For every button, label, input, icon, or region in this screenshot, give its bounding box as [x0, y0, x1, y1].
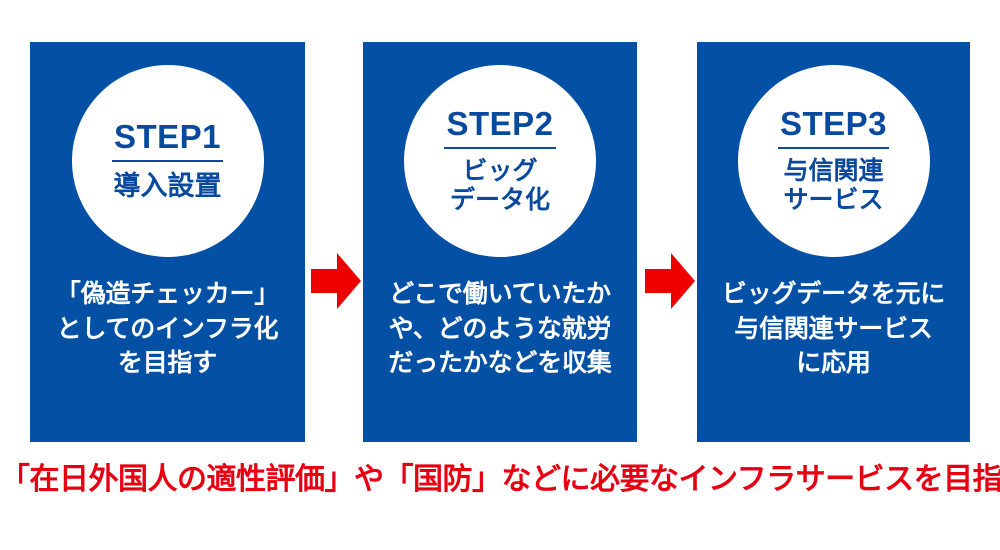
step-label-3: STEP3: [777, 107, 890, 149]
step-badge-3: STEP3 与信関連 サービス: [737, 65, 930, 257]
step-label-1: STEP1: [111, 120, 224, 162]
step-subtitle-3: 与信関連 サービス: [783, 156, 884, 215]
step-description-1: 「偽造チェッカー」 としてのインフラ化 を目指す: [55, 280, 280, 377]
step-description-3: ビッグデータを元に 与信関連サービス に応用: [721, 280, 946, 377]
step-panel-3[interactable]: STEP3 与信関連 サービス ビッグデータを元に 与信関連サービス に応用: [697, 42, 970, 442]
step-description-2: どこで働いていたか や、どのような就労 だったかなどを収集: [388, 280, 612, 377]
summary-caption: 「在日外国人の適性評価」や「国防」などに必要なインフラサービスを目指す: [0, 463, 1000, 496]
steps-row: STEP1 導入設置 「偽造チェッカー」 としてのインフラ化 を目指す STEP…: [0, 42, 1000, 442]
step-panel-2[interactable]: STEP2 ビッグ データ化 どこで働いていたか や、どのような就労 だったかな…: [363, 42, 637, 442]
step-subtitle-1: 導入設置: [113, 170, 222, 201]
step-subtitle-2: ビッグ データ化: [449, 156, 550, 215]
step-badge-2: STEP2 ビッグ データ化: [404, 65, 596, 257]
right-arrow-icon: [645, 253, 695, 309]
right-arrow-icon: [311, 253, 361, 309]
step-badge-1: STEP1 導入設置: [71, 65, 264, 257]
step-label-2: STEP2: [444, 107, 556, 149]
step-panel-1[interactable]: STEP1 導入設置 「偽造チェッカー」 としてのインフラ化 を目指す: [30, 42, 305, 442]
